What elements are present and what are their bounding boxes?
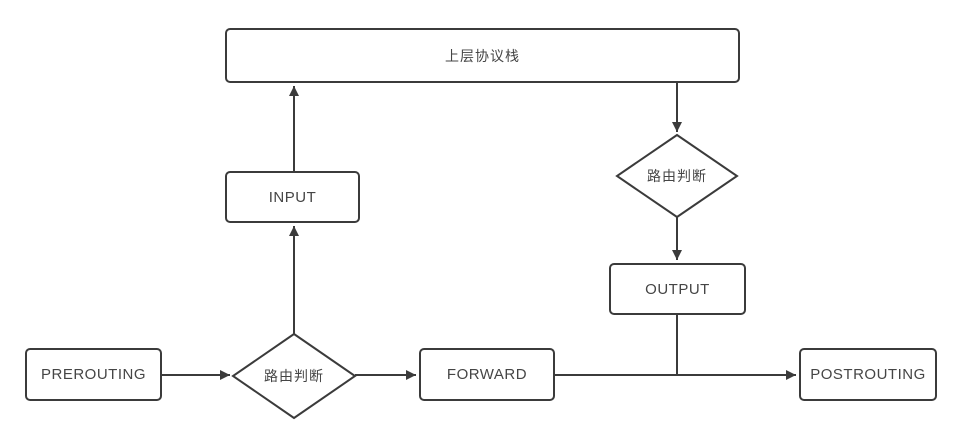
node-input-label: INPUT [268,188,317,206]
node-postrouting: POSTROUTING [799,348,937,401]
node-upper-protocol-stack: 上层协议栈 [225,28,740,83]
routing-decision-diamond-right [615,133,739,219]
node-output: OUTPUT [609,263,746,315]
node-upper-protocol-stack-label: 上层协议栈 [445,47,520,64]
node-input: INPUT [225,171,360,223]
node-forward: FORWARD [419,348,555,401]
node-prerouting-label: PREROUTING [40,366,146,383]
routing-decision-diamond-left [231,332,357,420]
node-forward-label: FORWARD [446,366,528,383]
node-postrouting-label: POSTROUTING [810,366,926,383]
node-prerouting: PREROUTING [25,348,162,401]
node-output-label: OUTPUT [645,280,710,298]
